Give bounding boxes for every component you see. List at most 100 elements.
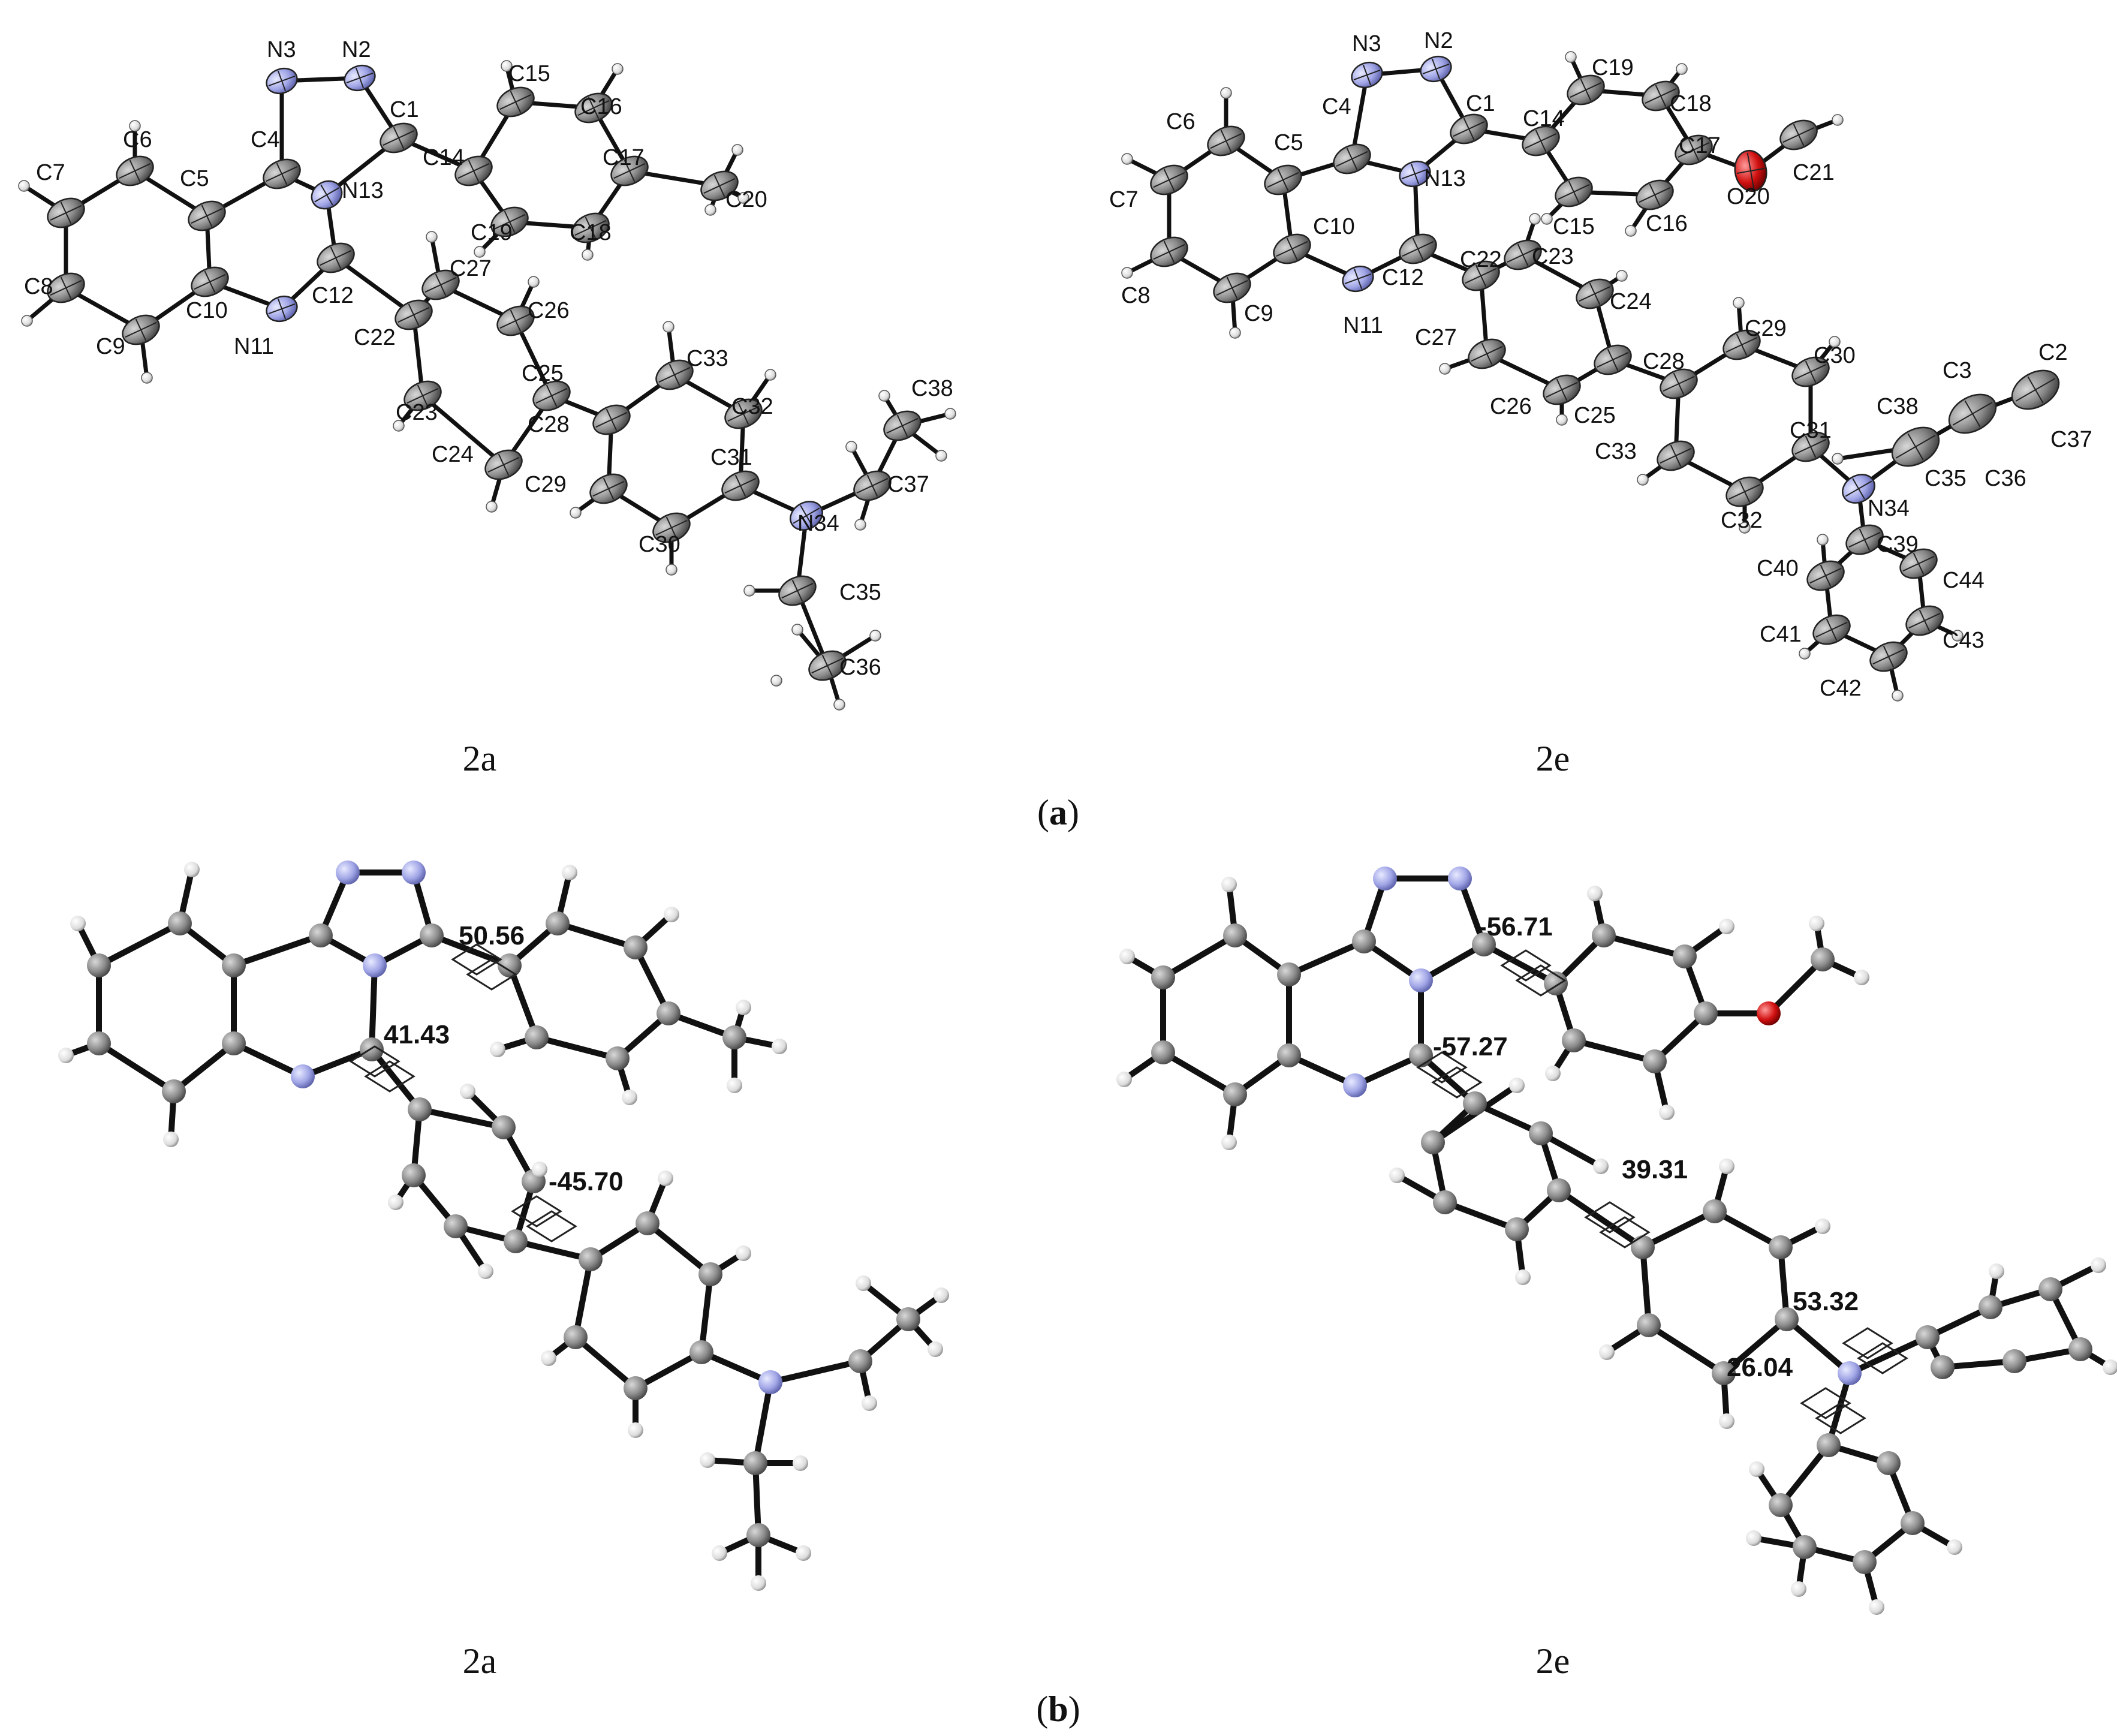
b2e-atom-h	[1719, 919, 1734, 934]
b2a-atom-h	[712, 1545, 727, 1561]
b2a-torsion-marker	[526, 1210, 577, 1242]
a2e-label: C41	[1760, 622, 1802, 647]
a2e-label: C4	[1322, 94, 1351, 119]
a2a-atom-h	[935, 450, 947, 462]
a2a-atom-h	[764, 369, 776, 381]
b2e-atom-c	[1673, 944, 1697, 968]
a2a-bond	[333, 255, 416, 317]
a2e-ellipsoid-axis	[1220, 130, 1232, 152]
a2a-ellipsoid-axis	[504, 210, 516, 233]
a2e-label: C28	[1643, 349, 1685, 374]
a2a-atom-h	[501, 60, 513, 72]
a2a-label: C38	[911, 376, 953, 401]
a2a-label: C32	[731, 394, 773, 419]
a2e-atom-h	[1439, 363, 1451, 375]
b2a-atom-h	[700, 1452, 715, 1468]
b2e-dihedral-value: -57.27	[1433, 1032, 1508, 1061]
b2e-dihedral-value: 39.31	[1622, 1155, 1688, 1184]
a2a-ellipsoid-axis	[201, 204, 213, 227]
b2e-atom-c	[1409, 1043, 1433, 1067]
a2a-label: C28	[528, 412, 570, 437]
b2e-bond	[1442, 1199, 1520, 1232]
a2a-atom-h	[743, 585, 755, 597]
b2a-atom-h	[58, 1048, 74, 1063]
a2a-ellipsoid-axis	[866, 474, 878, 497]
a2e-ellipsoid-axis	[1805, 435, 1817, 458]
b2e-atom-n	[1373, 867, 1397, 890]
b2a-atom-c	[504, 1229, 528, 1253]
b2a-atom-c	[564, 1325, 588, 1349]
b2e-atom-h	[1509, 1078, 1525, 1093]
b2e-atom-h	[1119, 949, 1135, 964]
b2e-atom-c	[1223, 1082, 1247, 1106]
b2a-atom-c	[87, 953, 111, 977]
a2a-atom-h	[845, 441, 857, 453]
b2a-atom-c	[87, 1031, 111, 1055]
b2a-atom-c	[162, 1079, 186, 1103]
b2a-dihedral-value: 50.56	[459, 921, 525, 950]
b2e-torsion-marker	[1800, 1387, 1851, 1419]
b2e-atom-h	[1746, 1530, 1761, 1546]
b2a-bond	[633, 1349, 704, 1391]
a2a-atom-h	[704, 204, 716, 216]
a2a-label: C7	[36, 160, 65, 185]
b2a-bond	[513, 1238, 594, 1262]
a2e-label: C19	[1592, 55, 1634, 80]
b2a-dihedral-value: -45.70	[549, 1167, 624, 1196]
a2a-label: C26	[528, 298, 570, 323]
b2e-bond	[1286, 1052, 1358, 1088]
a2a-ellipsoid-axis	[510, 309, 522, 332]
b2a-atom-h	[70, 916, 86, 931]
b2e-atom-h	[1389, 1168, 1405, 1183]
b2a-atom-h	[622, 1090, 637, 1105]
b2e-torsion-marker	[1842, 1327, 1893, 1359]
a2e-ellipsoid-axis	[1852, 478, 1865, 500]
b2e-atom-c	[1931, 1355, 1955, 1379]
a2a-label: N11	[234, 334, 274, 359]
ortep-structure-2a	[18, 60, 956, 711]
b2a-atom-c	[222, 1031, 246, 1055]
a2a-atom-h	[582, 249, 594, 261]
a2a-ellipsoid-axis	[668, 363, 680, 386]
a2e-label: N11	[1343, 313, 1383, 338]
caption-b-2e: 2e	[1536, 1641, 1570, 1681]
b2e-bond	[1721, 1316, 1790, 1376]
a2e-ellipsoid-axis	[1607, 348, 1619, 371]
b2a-atom-h	[862, 1395, 877, 1411]
b2a-atom-h	[628, 1422, 643, 1438]
a2e-label: C38	[1877, 394, 1919, 419]
a2e-ellipsoid-axis	[1820, 564, 1832, 587]
b2a-atom-c	[689, 1340, 713, 1364]
b2e-bond	[1847, 1334, 1931, 1376]
b2a-bond	[633, 944, 671, 1016]
b2a-atom-c	[624, 935, 648, 959]
a2a-atom-h	[612, 63, 624, 75]
b2a-atom-c	[636, 1211, 660, 1235]
b2a-atom-h	[793, 1455, 808, 1471]
b2a-atom-h	[490, 1042, 505, 1057]
b2a-atom-h	[658, 1171, 673, 1186]
b2a-atom-h	[532, 1162, 547, 1177]
a2e-atom-h	[1121, 267, 1133, 279]
b2e-atom-c	[1712, 1361, 1736, 1385]
a2e-ellipsoid-axis	[1670, 444, 1682, 467]
b2e-atom-c	[1853, 1550, 1877, 1574]
a2a-label: N2	[342, 37, 371, 62]
a2a-ellipsoid-axis	[435, 273, 447, 296]
b2e-atom-h	[2103, 1359, 2117, 1375]
a2a-label: C16	[580, 94, 622, 119]
a2a-atom-h	[129, 120, 141, 132]
a2e-ellipsoid-axis	[1859, 528, 1871, 551]
b2a-bond	[645, 1220, 713, 1277]
ball-stick-structure-2a	[58, 861, 949, 1591]
b2e-bond	[1784, 1316, 1853, 1376]
b2a-atom-c	[420, 923, 444, 947]
a2a-label: C8	[24, 274, 53, 299]
a2e-ellipsoid-axis	[1163, 169, 1175, 191]
b2e-torsion-marker	[1431, 1066, 1483, 1099]
panel-label-a: (a)	[1037, 793, 1079, 832]
b2e-dihedral-value: -56.71	[1478, 912, 1553, 941]
b2a-atom-h	[933, 1287, 949, 1303]
a2a-ellipsoid-axis	[135, 318, 147, 341]
